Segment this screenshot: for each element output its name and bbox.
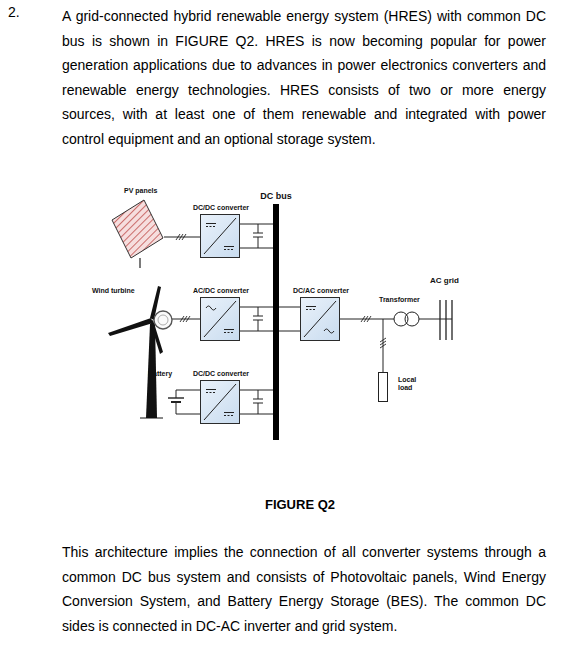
converter-box: AC/DC converter — [200, 297, 240, 341]
pv-panel-face — [112, 200, 163, 258]
converter-label: DC/AC converter — [293, 287, 349, 295]
dc-symbol — [206, 226, 216, 227]
connector-line — [240, 307, 273, 308]
connector-line — [240, 224, 273, 225]
capacitor-symbol — [253, 224, 263, 414]
generator-symbol — [154, 311, 172, 329]
capacitor-symbol — [253, 307, 263, 331]
pv-panel-graphic — [110, 198, 164, 262]
converter-symbol — [201, 215, 239, 257]
connector — [240, 224, 273, 225]
converter-diagonal — [204, 218, 236, 254]
dc-symbol — [224, 249, 234, 250]
capacitor-symbol — [253, 224, 263, 248]
connector — [164, 237, 200, 238]
transformer-symbol — [383, 312, 452, 326]
bus-label: DC bus — [260, 191, 292, 201]
connector-line — [340, 319, 383, 372]
wind-turbine — [140, 418, 163, 419]
pv-label: PV panels — [124, 187, 157, 195]
battery-symbol — [176, 390, 200, 398]
ac-symbol — [324, 329, 334, 333]
dc-symbol — [206, 392, 216, 393]
dc-symbol — [224, 412, 234, 413]
generator-symbol — [158, 315, 168, 325]
ac-grid-bus — [440, 300, 452, 340]
dc-link-rails — [240, 248, 300, 414]
converter-box: DC/DC converter — [200, 380, 240, 424]
dc-link-rails — [279, 331, 300, 332]
converter-box: DC/DC converter — [200, 214, 240, 258]
converter-symbol — [301, 298, 339, 340]
converter-diagonal — [304, 301, 336, 337]
connector — [279, 307, 300, 308]
dc-symbol — [224, 246, 234, 247]
dc-link-rails — [240, 331, 273, 332]
figure-caption: FIGURE Q2 — [200, 497, 400, 512]
pv-panel-stand — [139, 258, 140, 268]
generator-symbol — [154, 311, 200, 329]
ac-symbol — [206, 306, 216, 310]
dc-symbol — [306, 306, 316, 307]
wind-turbine-label: Wind turbine — [92, 287, 135, 295]
dc-bus-bar: DC bus — [273, 204, 279, 440]
question-number: 2. — [8, 4, 20, 21]
dc-symbol — [224, 332, 234, 333]
battery-label: Battery — [148, 370, 172, 378]
connector-line — [279, 307, 300, 308]
dc-symbol — [206, 223, 216, 224]
pv-panel-stand — [139, 258, 140, 268]
transformer-symbol — [394, 312, 408, 326]
battery-symbol — [168, 390, 200, 414]
transformer-symbol — [383, 319, 394, 320]
body-paragraph: A grid-connected hybrid renewable energy… — [62, 4, 546, 151]
battery-symbol — [176, 402, 200, 414]
ac-grid-bus — [445, 300, 446, 340]
capacitor-symbol — [253, 390, 263, 414]
connector — [240, 307, 273, 308]
converter-label: AC/DC converter — [193, 287, 249, 295]
ac-grid-bus — [439, 300, 440, 340]
dc-symbol — [306, 309, 316, 310]
dc-symbol — [224, 329, 234, 330]
pv-panel: PV panels — [110, 198, 164, 262]
transformer-symbol — [405, 312, 419, 326]
converter-diagonal — [204, 301, 236, 337]
load-label: Local load — [398, 376, 426, 392]
battery-symbol — [168, 397, 184, 398]
dc-link-rails — [240, 414, 273, 415]
wind-turbine — [108, 286, 163, 418]
converter-symbol — [201, 381, 239, 423]
dc-link-rails — [240, 248, 273, 249]
generator-symbol — [172, 319, 200, 320]
connector — [240, 390, 273, 391]
ac-grid-bus — [451, 300, 452, 340]
ac-grid-label: AC grid — [430, 276, 459, 286]
dc-symbol — [206, 389, 216, 390]
connector — [340, 319, 383, 372]
body-paragraph: This architecture implies the connection… — [62, 540, 546, 638]
converter-box: DC/AC converter — [300, 297, 340, 341]
connector-line — [164, 237, 200, 238]
converter-label: DC/DC converter — [193, 204, 249, 212]
converter-label: DC/DC converter — [193, 370, 249, 378]
converter-diagonal — [204, 384, 236, 420]
dc-symbol — [224, 415, 234, 416]
transformer-label: Transformer — [379, 296, 420, 304]
connector-line — [240, 390, 273, 391]
converter-symbol — [201, 298, 239, 340]
wind-turbine — [108, 318, 153, 336]
transformer-symbol — [419, 319, 452, 320]
local-load-box: Local load — [378, 372, 388, 402]
